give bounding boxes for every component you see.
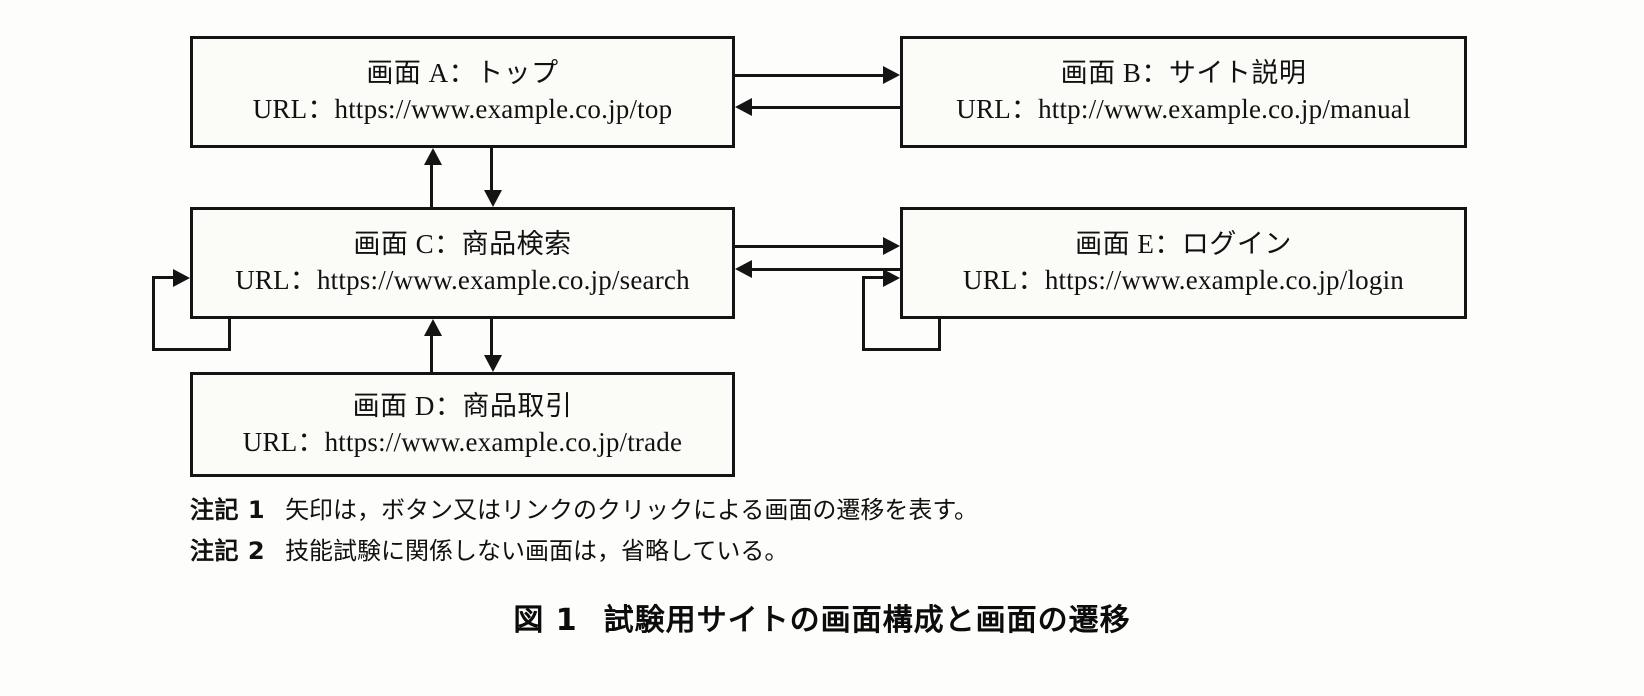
figure-caption: 図 1 試験用サイトの画面構成と画面の遷移 (0, 595, 1644, 639)
screen-box-d: 画面 D：商品取引 URL：https://www.example.co.jp/… (190, 372, 735, 477)
note-1-label: 注記 1 (190, 496, 266, 524)
screen-d-title: 画面 D：商品取引 (352, 390, 573, 421)
edge-c-self-loop-bottom (152, 348, 231, 351)
screen-c-title: 画面 C：商品検索 (353, 229, 572, 260)
screen-box-b: 画面 B：サイト説明 URL：http://www.example.co.jp/… (900, 36, 1467, 148)
edge-c-to-d-arrowhead (484, 355, 502, 372)
edge-a-to-c-arrowhead (484, 190, 502, 207)
note-1: 注記 1 矢印は，ボタン又はリンクのクリックによる画面の遷移を表す。 (190, 490, 978, 525)
edge-c-self-loop-down (228, 319, 231, 351)
screen-b-title: 画面 B：サイト説明 (1060, 58, 1307, 89)
note-2: 注記 2 技能試験に関係しない画面は，省略している。 (190, 531, 788, 566)
edge-a-to-c-line (490, 148, 493, 190)
edge-c-to-a-arrowhead (424, 148, 442, 165)
screen-box-e: 画面 E：ログイン URL：https://www.example.co.jp/… (900, 207, 1467, 319)
edge-e-self-loop-down (938, 319, 941, 351)
screen-box-a: 画面 A：トップ URL：https://www.example.co.jp/t… (190, 36, 735, 148)
edge-c-to-e-arrowhead (883, 237, 900, 255)
figure-caption-number: 図 1 (513, 603, 578, 638)
edge-c-to-a-line (430, 165, 433, 207)
figure-caption-text: 試験用サイトの画面構成と画面の遷移 (603, 603, 1131, 638)
note-2-text: 技能試験に関係しない画面は，省略している。 (285, 537, 789, 565)
edge-e-self-loop-arrowhead (883, 269, 900, 287)
screen-c-url: URL：https://www.example.co.jp/search (235, 265, 690, 295)
edge-e-self-loop-bottom (862, 348, 941, 351)
edge-a-to-b-arrowhead (883, 66, 900, 84)
screen-a-title: 画面 A：トップ (366, 58, 559, 89)
screen-d-url: URL：https://www.example.co.jp/trade (242, 426, 683, 457)
edge-e-to-c-arrowhead (735, 260, 752, 278)
edge-b-to-a-arrowhead (735, 98, 752, 116)
screen-e-url: URL：https://www.example.co.jp/login (963, 265, 1404, 295)
edge-c-self-loop-arrowhead (173, 269, 190, 287)
note-2-label: 注記 2 (190, 537, 266, 565)
edge-d-to-c-arrowhead (424, 319, 442, 336)
screen-a-url: URL：https://www.example.co.jp/top (252, 94, 673, 124)
edge-c-self-loop-in (152, 276, 176, 279)
edge-a-to-b-line (735, 74, 883, 77)
edge-e-self-loop-in (862, 276, 886, 279)
edge-e-to-c-line (752, 268, 900, 271)
screen-box-c: 画面 C：商品検索 URL：https://www.example.co.jp/… (190, 207, 735, 319)
edge-b-to-a-line (752, 106, 900, 109)
edge-e-self-loop-up (862, 276, 865, 351)
edge-c-to-e-line (735, 245, 883, 248)
screen-e-title: 画面 E：ログイン (1075, 229, 1292, 260)
edge-d-to-c-line (430, 336, 433, 372)
edge-c-self-loop-up (152, 276, 155, 351)
edge-c-to-d-line (490, 319, 493, 355)
note-1-text: 矢印は，ボタン又はリンクのクリックによる画面の遷移を表す。 (285, 496, 978, 524)
screen-b-url: URL：http://www.example.co.jp/manual (956, 94, 1411, 124)
